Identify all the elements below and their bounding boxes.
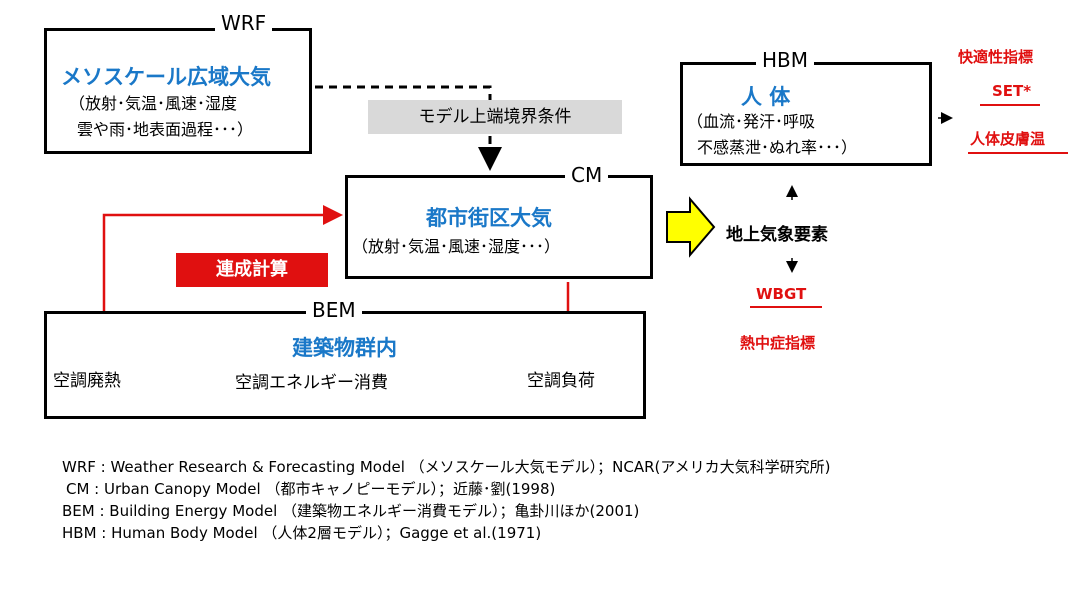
legend-bem: BEM : Building Energy Model （建築物エネルギー消費モ… <box>62 502 640 520</box>
bem-right-label: 空調負荷 <box>527 371 595 391</box>
bem-left-label: 空調廃熱 <box>53 371 121 391</box>
set-label: SET* <box>992 82 1032 100</box>
wrf-box: メソスケール広域大気 （放射･気温･風速･湿度 雲や雨･地表面過程･･･） <box>44 28 312 154</box>
hbm-box: 人 体 （血流･発汗･呼吸 不感蒸泄･ぬれ率･･･） <box>680 62 932 166</box>
wbgt-label: WBGT <box>756 285 807 303</box>
cm-line1: （放射･気温･風速･湿度･･･） <box>352 237 561 256</box>
boundary-condition-label: モデル上端境界条件 <box>368 100 622 134</box>
heat-index-header: 熱中症指標 <box>740 334 816 352</box>
bem-middle-label: 空調エネルギー消費 <box>235 373 388 393</box>
legend-hbm: HBM : Human Body Model （人体2層モデル）；Gagge e… <box>62 524 542 542</box>
bem-tag: BEM <box>306 298 362 322</box>
output-yellow-arrow <box>666 196 716 258</box>
ground-weather-label: 地上気象要素 <box>726 225 828 245</box>
coupling-label: 連成計算 <box>176 253 328 287</box>
legend-wrf: WRF : Weather Research & Forecasting Mod… <box>62 458 831 476</box>
cm-title: 都市街区大気 <box>426 206 552 230</box>
hbm-line1: （血流･発汗･呼吸 <box>687 112 816 131</box>
wrf-line1: （放射･気温･風速･湿度 <box>69 94 238 113</box>
waste-heat-red-arrow <box>102 205 343 325</box>
legend-cm: CM : Urban Canopy Model （都市キャノピーモデル）；近藤･… <box>66 480 556 498</box>
cm-box: 都市街区大気 （放射･気温･風速･湿度･･･） <box>345 175 653 279</box>
hbm-title: 人 体 <box>741 85 791 109</box>
wrf-title: メソスケール広域大気 <box>61 65 271 89</box>
wrf-tag: WRF <box>215 11 273 35</box>
boundary-dashed-arrow <box>315 85 502 171</box>
wrf-line2: 雲や雨･地表面過程･･･） <box>77 120 254 139</box>
cm-tag: CM <box>565 163 609 187</box>
bem-title: 建築物群内 <box>292 336 397 360</box>
hbm-line2: 不感蒸泄･ぬれ率･･･） <box>697 138 858 157</box>
bem-box: 建築物群内 空調廃熱 空調エネルギー消費 空調負荷 <box>44 311 646 419</box>
skin-temp-label: 人体皮膚温 <box>970 130 1046 148</box>
comfort-index-header: 快適性指標 <box>958 48 1034 66</box>
hbm-tag: HBM <box>756 48 815 72</box>
